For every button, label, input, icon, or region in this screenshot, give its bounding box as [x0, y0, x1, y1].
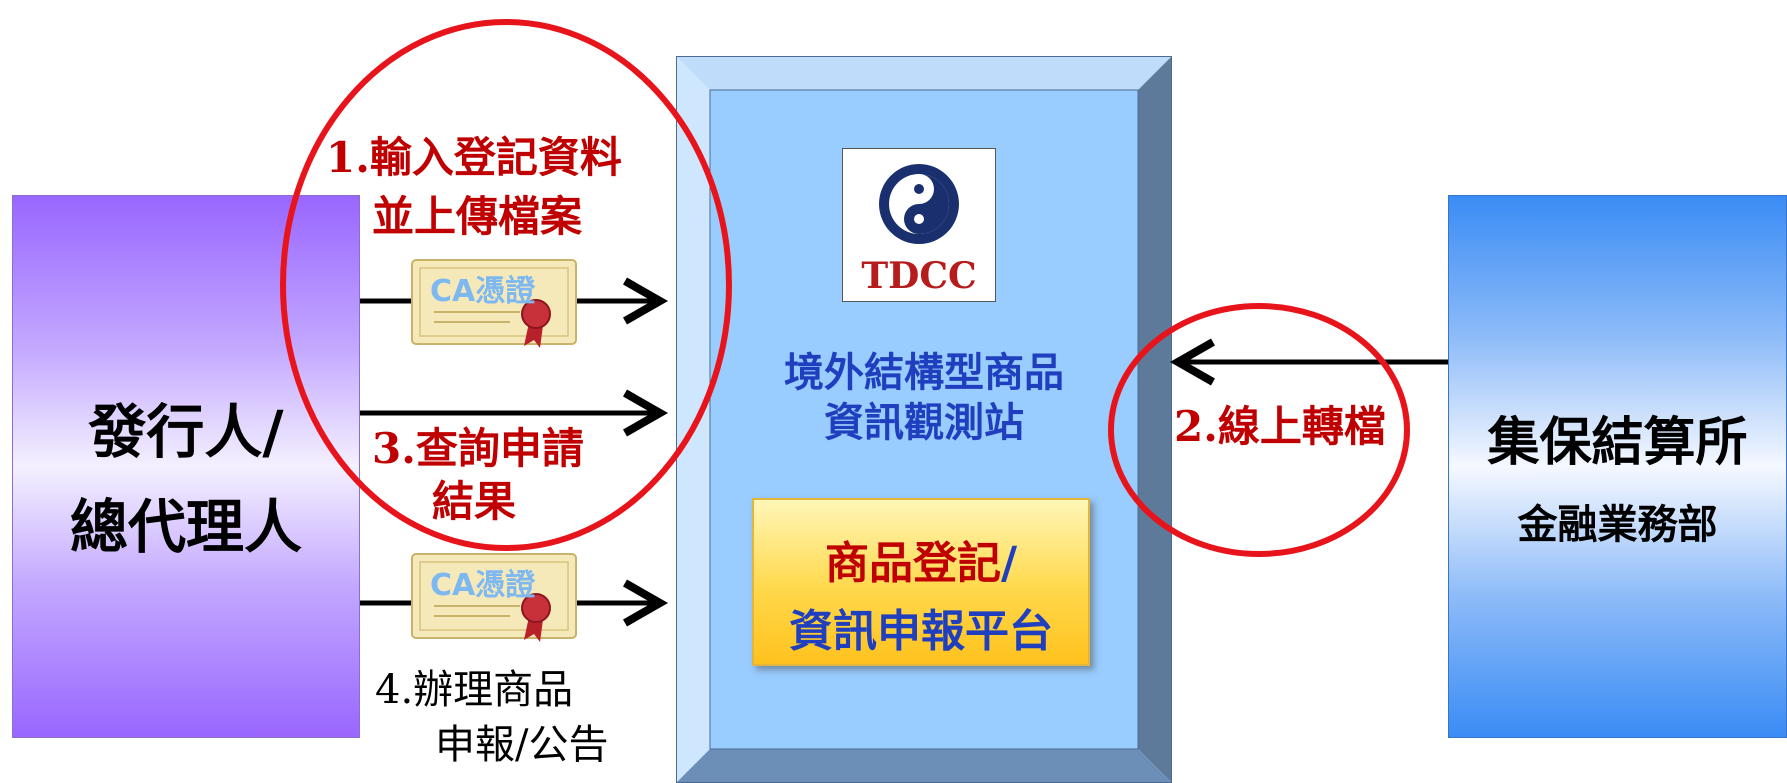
step1-label-line2: 並上傳檔案 [372, 192, 583, 241]
tdcc-department-subtitle: 金融業務部 [1517, 501, 1718, 548]
ca-certificate-icon [411, 259, 577, 348]
ca-certificate-label: CA憑證 [430, 274, 536, 309]
ca-certificate-label: CA憑證 [430, 568, 536, 603]
issuer-box [12, 195, 360, 738]
tdcc-department-title: 集保結算所 [1487, 412, 1748, 473]
platform-title-slash: / [1000, 538, 1018, 589]
highlight-circle-right [1108, 303, 1410, 557]
station-title-line2: 資訊觀測站 [824, 399, 1024, 446]
issuer-title-line1: 發行人/ [88, 398, 284, 466]
step2-label: 2.線上轉檔 [1174, 402, 1386, 451]
ca-certificate-icon [411, 553, 577, 642]
highlight-circle-left [280, 19, 732, 551]
step3-label-line1: 3.查詢申請 [372, 424, 584, 473]
platform-title-line1: 商品登記/ [752, 527, 1090, 591]
platform-title-line2: 資訊申報平台 [789, 606, 1053, 657]
step3-label-line2: 結果 [432, 477, 517, 526]
issuer-title-line2: 總代理人 [69, 493, 302, 561]
step4-label-line2: 申報/公告 [435, 722, 609, 768]
tdcc-emblem-icon [879, 164, 959, 244]
registration-platform-box [752, 498, 1090, 666]
tdcc-logo-text: TDCC [861, 255, 977, 297]
station-title-line1: 境外結構型商品 [784, 349, 1064, 396]
step4-label-line1: 4.辦理商品 [375, 667, 574, 713]
step1-label-line1: 1.輸入登記資料 [326, 133, 622, 182]
platform-title-line1-text: 商品登記/ [824, 538, 1018, 589]
